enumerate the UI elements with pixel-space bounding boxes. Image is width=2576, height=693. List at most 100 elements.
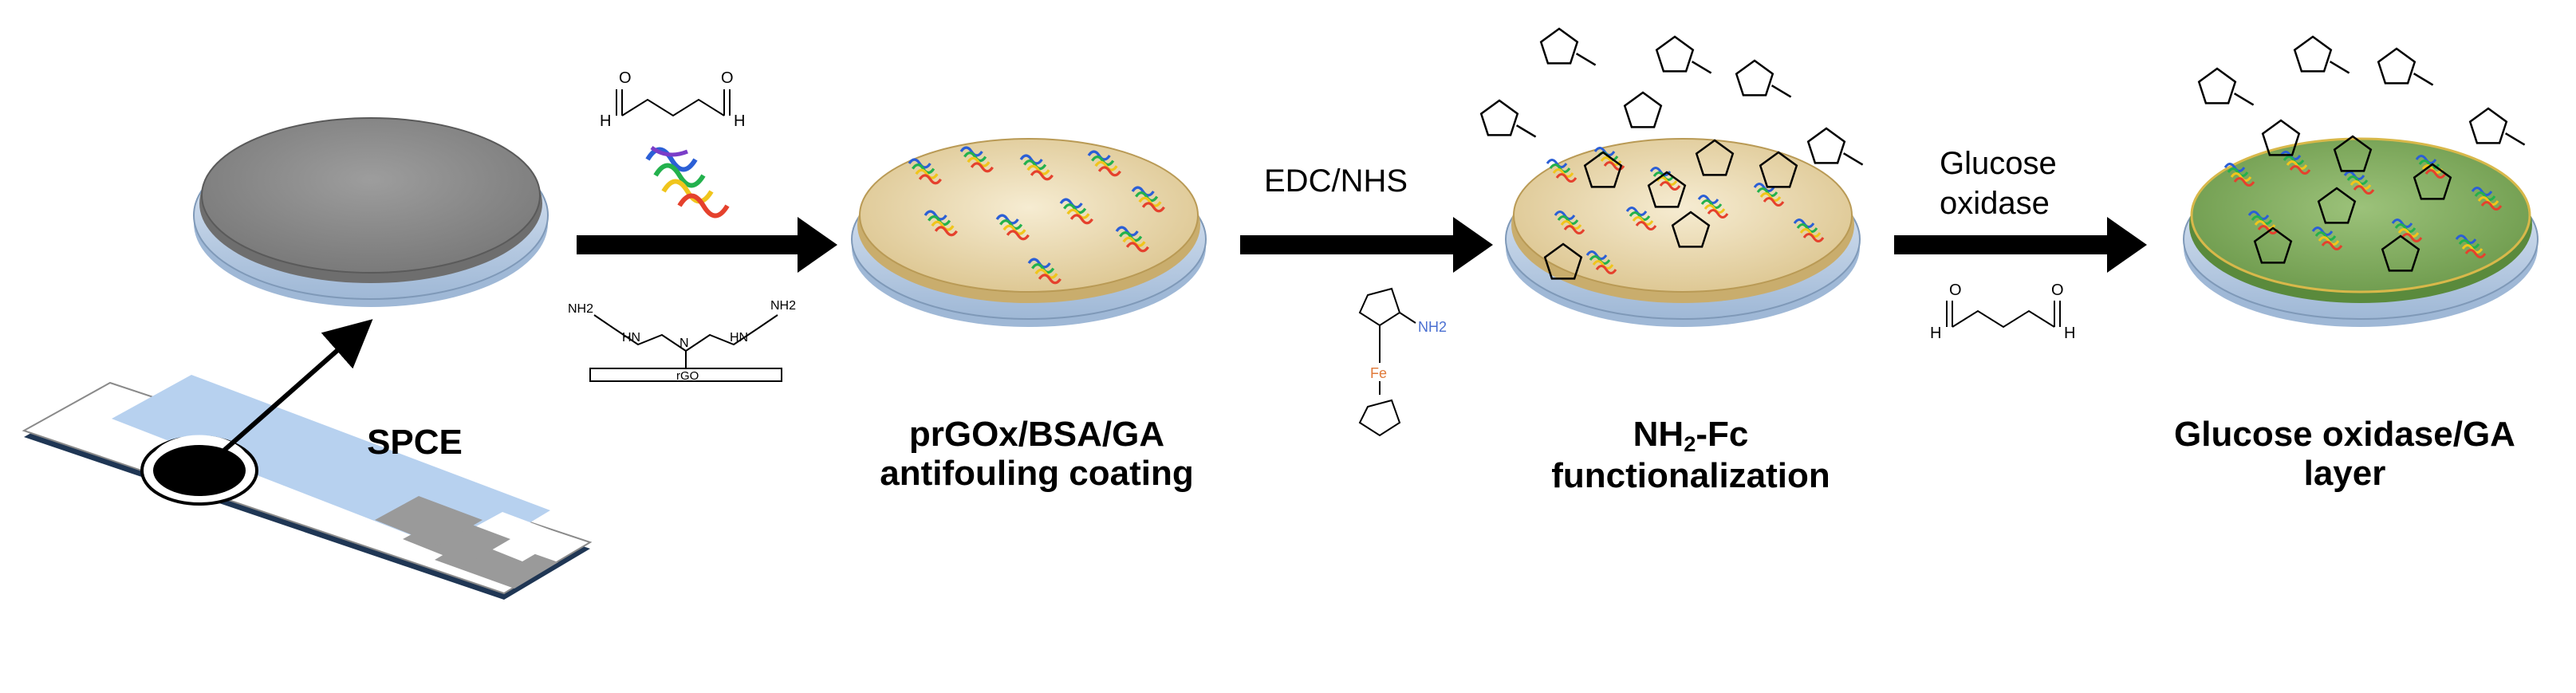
bsa-protein-icon <box>645 145 730 219</box>
aldehyde-o-left: O <box>619 69 632 87</box>
branch-n-label: N <box>679 337 689 350</box>
cyclopentadienyl-ring-icon <box>1583 151 1623 188</box>
contact-pad-3 <box>375 496 483 545</box>
cyclopentadienyl-ring-icon <box>2253 226 2293 264</box>
electrode-disk-enzyme <box>2183 137 2539 327</box>
protein-icon <box>1087 150 1121 177</box>
protein-icon <box>2343 171 2375 195</box>
cyclopentadienyl-ring-icon <box>2381 234 2420 272</box>
cyclopentadienyl-ring-icon <box>1806 127 1864 166</box>
arrow-1-head <box>798 217 837 273</box>
aldehyde-h-right-2: H <box>2064 325 2075 342</box>
caption-spce-text: SPCE <box>367 423 463 462</box>
protein-icon <box>2223 163 2255 187</box>
prgo-structure <box>589 314 782 382</box>
bsa-protein-cluster-2 <box>1546 147 1825 274</box>
protein-icon <box>1059 198 1093 225</box>
caption-nh-subscript: 2 <box>1684 431 1696 456</box>
aldehyde-o-right: O <box>721 69 734 87</box>
protein-icon <box>908 158 942 185</box>
caption-stage-2-line1: NH2-Fc <box>1483 415 1898 456</box>
arrow-2-shaft <box>1240 235 1459 254</box>
aldehyde-o-right-2: O <box>2051 282 2064 299</box>
protein-icon <box>2311 226 2343 250</box>
protein-icon <box>1019 154 1054 181</box>
cyclopentadienyl-ring-icon <box>1759 151 1798 188</box>
amine-hn-left: HN <box>622 331 640 345</box>
electrode-disk-coated <box>851 138 1207 327</box>
arrow-1-shaft <box>577 235 804 254</box>
protein-icon <box>1625 207 1657 230</box>
cyclopentadienyl-ring-icon <box>2377 47 2434 86</box>
ferrocene-ring-cluster <box>1479 27 1864 280</box>
caption-stage-1-line1: prGOx/BSA/GA <box>908 415 1165 454</box>
aldehyde-h-right: H <box>734 112 745 130</box>
arrow-2-head <box>1453 217 1493 273</box>
aminoferrocene-structure <box>1358 287 1416 437</box>
ferrocene-nh2-label: NH2 <box>1418 319 1447 335</box>
step-3-label-line2: oxidase <box>1940 186 2050 221</box>
amine-nh2-left: NH2 <box>568 302 593 316</box>
caption-stage-2-line2: functionalization <box>1551 456 1830 496</box>
protein-icon <box>1753 183 1785 207</box>
fe-label: Fe <box>1370 365 1387 381</box>
cyclopentadienyl-ring-icon <box>2333 135 2373 172</box>
protein-icon <box>1027 258 1062 285</box>
caption-stage-2: NH2-Fc functionalization <box>1483 415 1898 496</box>
arrow-3-head <box>2107 217 2147 273</box>
caption-stage-1-line2: antifouling coating <box>880 454 1194 494</box>
step-2-label: EDC/NHS <box>1264 163 1408 199</box>
cyclopentadienyl-ring-icon <box>2413 163 2452 200</box>
caption-stage-3-line1: Glucose oxidase/GA <box>2174 415 2515 454</box>
protein-icon <box>959 146 994 173</box>
caption-stage-3: Glucose oxidase/GA layer <box>2121 415 2568 494</box>
protein-icon <box>1793 219 1825 242</box>
ferrocene-ring-cluster-2 <box>2197 35 2526 272</box>
caption-nh: NH <box>1633 415 1684 454</box>
cyclopentadienyl-ring-icon <box>1655 35 1712 74</box>
bsa-protein-cluster <box>908 146 1165 285</box>
glutaraldehyde-bottom <box>1946 301 2061 329</box>
aldehyde-h-left: H <box>600 112 611 130</box>
protein-icon <box>1115 226 1149 253</box>
cyclopentadienyl-ring-icon <box>2317 187 2357 224</box>
cyclopentadienyl-ring-icon <box>1543 242 1583 280</box>
protein-icon <box>2391 219 2423 242</box>
aldehyde-o-left-2: O <box>1949 282 1962 299</box>
zoom-arrow <box>204 319 373 469</box>
protein-icon <box>2279 151 2311 175</box>
cyclopentadienyl-ring-icon <box>1695 139 1735 176</box>
step-3-label-line1: Glucose <box>1940 146 2057 181</box>
working-electrode <box>153 445 246 496</box>
caption-stage-1: prGOx/BSA/GA antifouling coating <box>821 415 1252 494</box>
amine-nh2-right: NH2 <box>770 299 796 313</box>
cyclopentadienyl-ring-icon <box>1735 59 1792 98</box>
protein-icon <box>2455 234 2487 258</box>
protein-icon <box>1546 159 1578 183</box>
protein-icon <box>1697 195 1729 219</box>
caption-fc: -Fc <box>1696 415 1749 454</box>
caption-spce: SPCE <box>351 423 479 462</box>
caption-stage-3-line2: layer <box>2303 454 2386 494</box>
protein-icon <box>1131 186 1165 213</box>
cyclopentadienyl-ring-icon <box>1647 171 1687 208</box>
cyclopentadienyl-ring-icon <box>1623 91 1663 128</box>
bsa-protein-cluster-3 <box>2223 151 2503 258</box>
electrode-disk-bare <box>193 117 549 307</box>
protein-icon <box>1554 211 1585 234</box>
cyclopentadienyl-ring-icon <box>1671 211 1711 248</box>
cyclopentadienyl-ring-icon <box>2197 67 2255 106</box>
protein-icon <box>2471 187 2503 211</box>
amine-hn-right: HN <box>730 331 748 345</box>
protein-icon <box>995 214 1030 241</box>
spce-strip <box>22 375 593 600</box>
arrow-3-shaft <box>1894 235 2113 254</box>
protein-icon <box>1585 250 1617 274</box>
cyclopentadienyl-ring-icon <box>2293 35 2350 74</box>
cyclopentadienyl-ring-icon <box>2261 119 2301 156</box>
cyclopentadienyl-ring-icon <box>2468 107 2526 146</box>
glutaraldehyde-top <box>616 89 731 117</box>
aldehyde-h-left-2: H <box>1930 325 1941 342</box>
cyclopentadienyl-ring-icon <box>1479 99 1537 138</box>
